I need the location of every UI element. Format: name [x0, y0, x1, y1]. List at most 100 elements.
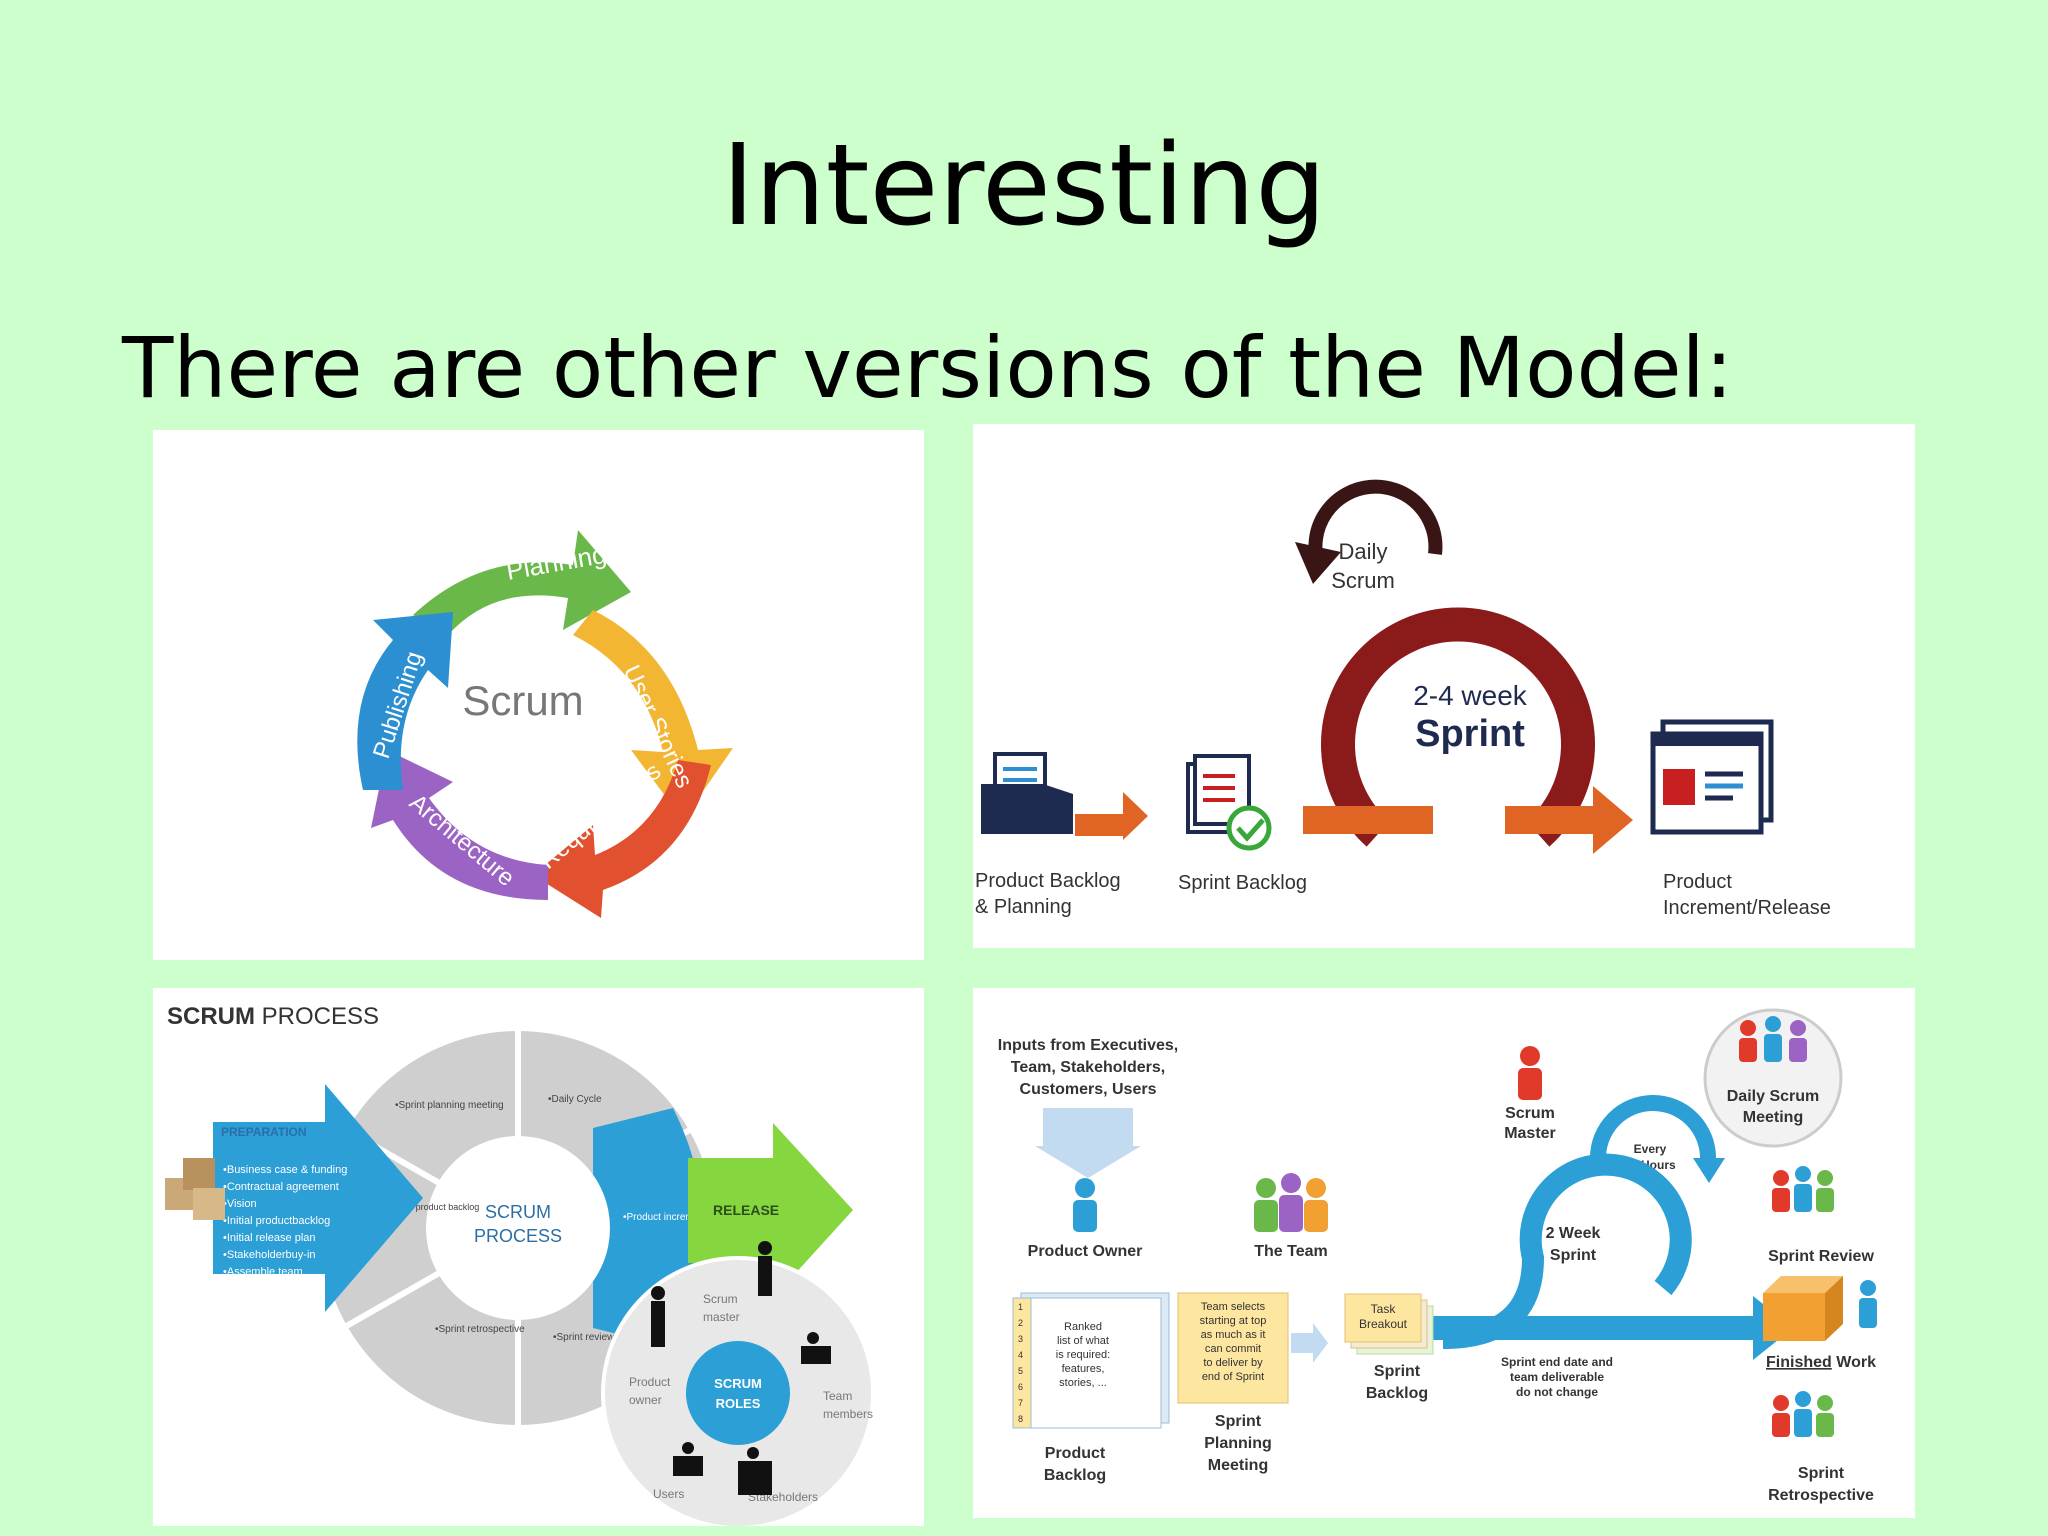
svg-text:•Contractual agreement: •Contractual agreement: [223, 1181, 339, 1193]
daily-scrum-people-icon: [1739, 1016, 1807, 1062]
role-label: members: [823, 1407, 873, 1421]
preparation-arrow: [213, 1084, 423, 1312]
scrum-framework-diagram: Inputs from Executives, Team, Stakeholde…: [973, 988, 1915, 1518]
segment-label: •Sprint review: [553, 1332, 615, 1343]
inputs-label: Customers, Users: [1020, 1081, 1157, 1098]
arrow-3: [1505, 786, 1633, 854]
process-center-label: PROCESS: [474, 1226, 562, 1246]
role-label: Users: [653, 1487, 684, 1501]
sprint-retro-people-icon: [1772, 1391, 1834, 1437]
planning-meeting-label: Meeting: [1208, 1457, 1268, 1474]
svg-text:•Stakeholderbuy-in: •Stakeholderbuy-in: [223, 1249, 316, 1261]
arrow-1: [1075, 792, 1148, 840]
svg-text:starting at top: starting at top: [1200, 1315, 1267, 1327]
daily-label: Daily: [1339, 539, 1388, 564]
svg-text:features,: features,: [1062, 1363, 1105, 1375]
scrum-master-icon: [1518, 1046, 1542, 1100]
every-24-hours-arc: [1590, 1095, 1716, 1159]
svg-text:Task: Task: [1371, 1302, 1397, 1316]
sprint-retro-label: Sprint: [1798, 1465, 1845, 1482]
svg-text:•Initial productbacklog: •Initial productbacklog: [223, 1215, 330, 1227]
roles-center: [686, 1341, 790, 1445]
svg-text:list of what: list of what: [1057, 1335, 1109, 1347]
svg-text:is required:: is required:: [1056, 1349, 1110, 1361]
two-week-sprint-loop: [1442, 1153, 1692, 1349]
daily-scrum-label: Meeting: [1743, 1109, 1803, 1126]
svg-text:7: 7: [1018, 1398, 1023, 1408]
svg-text:as much as it: as much as it: [1201, 1329, 1266, 1341]
svg-text:5: 5: [1018, 1366, 1023, 1376]
svg-text:can commit: can commit: [1205, 1343, 1261, 1355]
segment-label: •Product increment: [623, 1212, 708, 1223]
requirements-arrow: [533, 760, 711, 918]
product-owner-label: Product Owner: [1028, 1243, 1143, 1260]
scrum-cycle-diagram: Planning User Stories Requirements Archi…: [153, 430, 924, 960]
increment-label: Product: [1663, 871, 1732, 893]
segment-label: •Update product backlog: [381, 1202, 479, 1212]
sprint-label: Sprint: [1415, 713, 1525, 755]
roles-center-label: ROLES: [716, 1396, 761, 1411]
every-24-arrowhead: [1693, 1158, 1725, 1183]
scrum-master-label: Master: [1504, 1125, 1556, 1142]
end-date-note: Sprint end date and: [1501, 1355, 1613, 1369]
svg-text:•Business case & funding: •Business case & funding: [223, 1164, 347, 1176]
inputs-label: Team, Stakeholders,: [1011, 1059, 1165, 1076]
finished-work-box-icon: [1763, 1276, 1877, 1341]
inputs-arrows: [1035, 1108, 1141, 1178]
preparation-list: •Business case & funding •Contractual ag…: [223, 1164, 347, 1278]
svg-text:2: 2: [1018, 1318, 1023, 1328]
svg-text:4: 4: [1018, 1350, 1023, 1360]
daily-scrum-loop: [1308, 479, 1443, 567]
sprint-review-label: Sprint Review: [1768, 1248, 1874, 1265]
increment-label: Increment/Release: [1663, 897, 1831, 919]
backlog-label: Product Backlog: [975, 870, 1121, 892]
sprint-review-people-icon: [1772, 1166, 1834, 1212]
end-date-note: do not change: [1516, 1385, 1598, 1399]
role-label: owner: [629, 1393, 662, 1407]
segment-label: •Daily Cycle: [548, 1094, 602, 1105]
sprint-backlog-label: Sprint Backlog: [1178, 872, 1307, 894]
daily-scrum-label: Daily Scrum: [1727, 1088, 1819, 1105]
people-silhouettes-icon: [651, 1241, 831, 1495]
team-selects-note: Team selects starting at top as much as …: [1177, 1292, 1289, 1404]
publishing-arrow: [357, 612, 453, 790]
increment-window-icon: [1650, 719, 1774, 835]
process-title: SCRUM PROCESS: [167, 1003, 379, 1030]
product-backlog-label: Product: [1045, 1445, 1106, 1462]
planning-arrow: [1291, 1323, 1328, 1363]
svg-text:stories, ...: stories, ...: [1059, 1377, 1107, 1389]
product-backlog-label: Backlog: [1044, 1467, 1106, 1484]
two-week-label: Sprint: [1550, 1247, 1597, 1264]
task-breakout-stack: Task Breakout: [1344, 1293, 1434, 1355]
inputs-label: Inputs from Executives,: [998, 1037, 1179, 1054]
sprint-label: 2-4 week: [1413, 680, 1528, 711]
scrum-process-diagram: SCRUM PROCESS SCRUM PROCESS •Sprint plan…: [153, 988, 924, 1526]
release-arrow: [688, 1123, 853, 1298]
svg-text:Team selects: Team selects: [1201, 1301, 1266, 1313]
roles-center-label: SCRUM: [714, 1376, 762, 1391]
planning-arrow: [413, 530, 631, 635]
role-label: Team: [823, 1389, 852, 1403]
product-owner-icon: [1073, 1178, 1097, 1232]
svg-text:1: 1: [1018, 1302, 1023, 1312]
svg-text:Ranked: Ranked: [1064, 1321, 1102, 1333]
svg-text:Breakout: Breakout: [1359, 1317, 1408, 1331]
segment-label: •Sprint planning meeting: [395, 1100, 504, 1111]
product-backlog-list: 1 2 3 4 5 6 7 8 Ranked list of what is r…: [1012, 1292, 1170, 1429]
planning-meeting-label: Sprint: [1215, 1413, 1262, 1430]
svg-text:6: 6: [1018, 1382, 1023, 1392]
daily-label: Scrum: [1331, 568, 1395, 593]
architecture-arrow: [371, 750, 548, 900]
svg-text:3: 3: [1018, 1334, 1023, 1344]
slide-title: Interesting: [721, 121, 1327, 251]
backlog-folder-icon: [981, 752, 1073, 834]
svg-text:end of Sprint: end of Sprint: [1202, 1371, 1264, 1383]
slide-subtitle: There are other versions of the Model:: [122, 319, 1734, 417]
sprint-backlog-label: Sprint: [1374, 1363, 1421, 1380]
team-icon: [1254, 1173, 1328, 1232]
svg-text:•Assemble team: •Assemble team: [223, 1266, 303, 1278]
team-label: The Team: [1254, 1243, 1328, 1260]
backlog-label: & Planning: [975, 896, 1072, 918]
sprint-loop: [1321, 607, 1595, 847]
preparation-heading: PREPARATION: [221, 1125, 307, 1139]
